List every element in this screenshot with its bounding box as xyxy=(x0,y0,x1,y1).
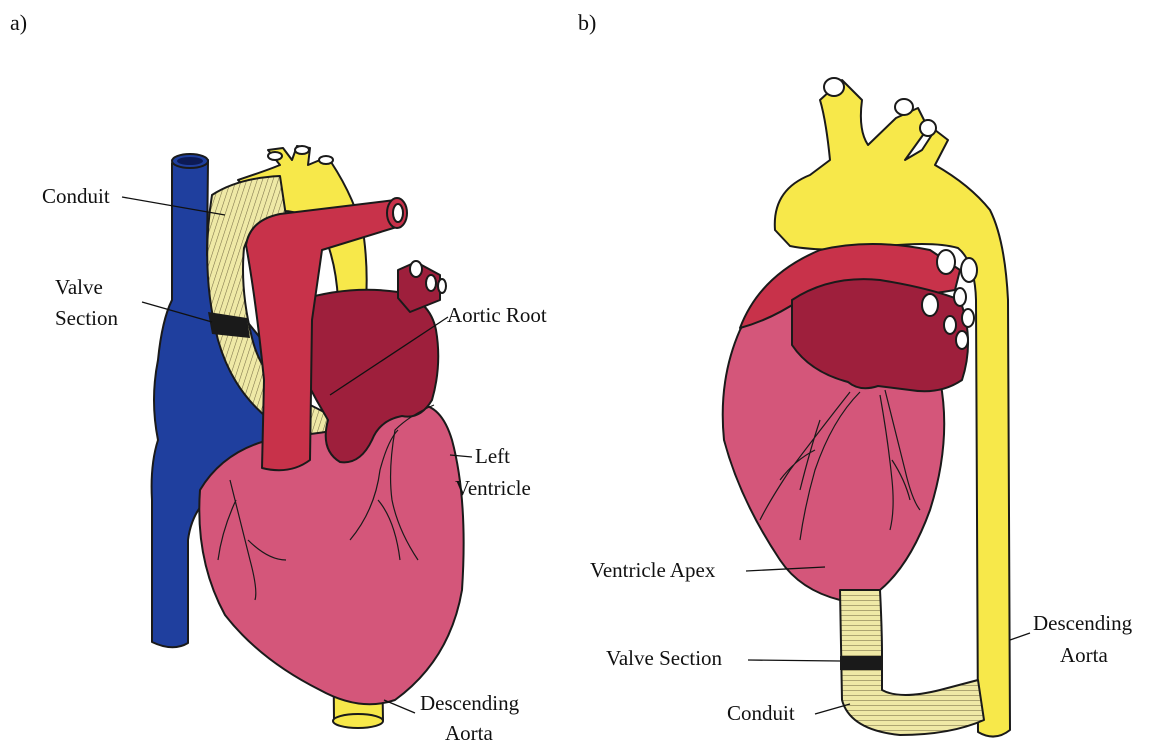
panel-a-descending-aorta-end xyxy=(333,714,383,728)
panel-b-label-valve-section: Valve Section xyxy=(606,646,723,670)
panel-a: a) Conduit xyxy=(10,10,547,745)
panel-b-opening-2 xyxy=(961,258,977,282)
panel-b-label-ventricle-apex: Ventricle Apex xyxy=(590,558,716,582)
panel-b-letter: b) xyxy=(578,10,596,35)
panel-b-leader-descending xyxy=(1010,633,1030,640)
panel-a-root-opening-1 xyxy=(410,261,422,277)
panel-b-label-conduit: Conduit xyxy=(727,701,795,725)
panel-a-branch-3 xyxy=(319,156,333,164)
panel-b-opening-7 xyxy=(956,331,968,349)
panel-b-label-desc-1: Descending xyxy=(1033,611,1133,635)
panel-b-opening-1 xyxy=(937,250,955,274)
panel-a-letter: a) xyxy=(10,10,27,35)
panel-a-root-opening-2 xyxy=(426,275,436,291)
panel-a-branch-2 xyxy=(295,146,309,154)
panel-a-label-desc-1: Descending xyxy=(420,691,520,715)
panel-a-vessel-lumen xyxy=(393,204,403,222)
panel-a-branch-1 xyxy=(268,152,282,160)
panel-b: b) Ventricle Apex Valve Section xyxy=(578,10,1133,737)
panel-b-label-desc-2: Aorta xyxy=(1060,643,1108,667)
panel-b-leader-valve-section xyxy=(748,660,840,661)
panel-b-opening-6 xyxy=(962,309,974,327)
panel-a-label-aortic-root: Aortic Root xyxy=(447,303,547,327)
panel-a-root-opening-3 xyxy=(438,279,446,293)
panel-b-branch-2 xyxy=(895,99,913,115)
panel-a-label-valve-1: Valve xyxy=(55,275,103,299)
panel-b-opening-3 xyxy=(922,294,938,316)
panel-b-valve-band xyxy=(840,656,882,670)
panel-b-branch-1 xyxy=(824,78,844,96)
panel-b-opening-4 xyxy=(954,288,966,306)
panel-a-vena-cava-lumen xyxy=(177,157,203,165)
panel-a-leader-descending xyxy=(384,700,415,713)
panel-a-label-left-2: Ventricle xyxy=(455,476,531,500)
panel-b-opening-5 xyxy=(944,316,956,334)
panel-a-label-valve-2: Section xyxy=(55,306,118,330)
panel-b-branch-3 xyxy=(920,120,936,136)
panel-a-label-left-1: Left xyxy=(475,444,510,468)
panel-a-label-conduit: Conduit xyxy=(42,184,110,208)
panel-a-label-desc-2: Aorta xyxy=(445,721,493,745)
